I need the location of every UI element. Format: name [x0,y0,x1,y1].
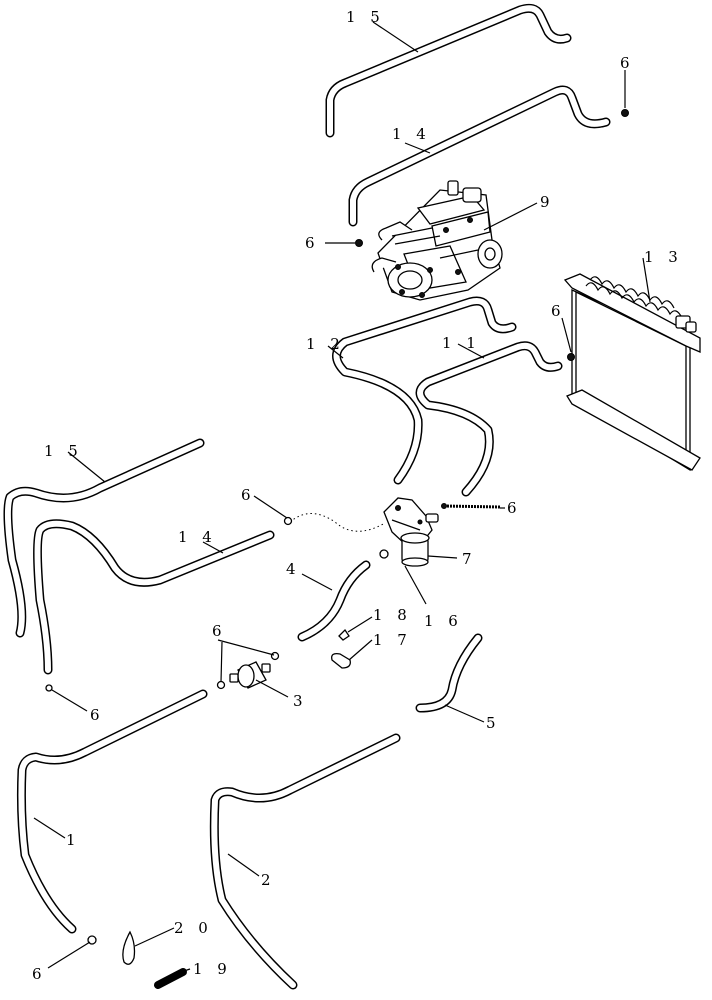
callout-15-top: 1 5 [346,8,385,26]
callout-13: 1 3 [644,248,683,266]
part-9-injection-pump [371,180,503,301]
dotted-connection-line [289,513,386,532]
part-18-bolt [338,628,350,641]
part-19-sleeve [154,968,187,989]
callout-15-left: 1 5 [44,442,83,460]
fitting-6-rod [443,504,501,509]
part-13-cooler [563,273,701,472]
leader-lines [33,21,651,973]
callout-6-top: 6 [620,54,635,72]
fitting-6-valve-b [216,680,226,690]
fitting-6-valve-a [270,651,280,661]
callout-1: 1 [66,831,81,849]
fittings [45,109,629,989]
callout-6-left: 6 [90,706,105,724]
hose-14-left [33,519,275,675]
hose-12 [332,296,517,485]
callout-14-left: 1 4 [178,528,217,546]
part-20-tie [122,930,136,965]
fitting-6-cooler [567,353,575,361]
fitting-6-top [621,109,629,117]
callout-14-top: 1 4 [392,125,431,143]
callout-2: 2 [261,871,276,889]
callout-7: 7 [462,550,477,568]
fitting-16 [379,549,389,559]
callout-17: 1 7 [373,631,412,649]
fitting-6-left [45,684,53,692]
hose-2 [209,733,401,990]
callout-3: 3 [293,692,308,710]
callout-16: 1 6 [424,612,463,630]
part-17-clamp [331,652,351,669]
fitting-6-mid [283,516,293,526]
callout-6-bottom: 6 [32,965,47,983]
callout-6-rod: 6 [507,499,522,517]
hose-15-top [325,3,572,138]
callout-6-valve: 6 [212,622,227,640]
callout-11: 1 1 [442,334,481,352]
callout-19: 1 9 [193,960,232,978]
hose-15-left [3,438,205,638]
callout-20: 2 0 [174,919,213,937]
callout-18: 1 8 [373,606,412,624]
callout-6-mid: 6 [241,486,256,504]
callout-9: 9 [540,193,555,211]
callout-6-pump: 6 [305,234,320,252]
hose-4 [297,560,371,642]
callout-4: 4 [286,560,301,578]
hose-14-top [348,85,611,227]
part-7-fuel-filter [383,497,439,567]
hose-11 [415,341,563,497]
hose-5 [415,633,483,713]
hose-1 [16,689,208,934]
fitting-6-pump [355,239,363,247]
callout-12: 1 2 [306,335,345,353]
callout-6-cooler: 6 [551,302,566,320]
callout-5: 5 [486,714,501,732]
